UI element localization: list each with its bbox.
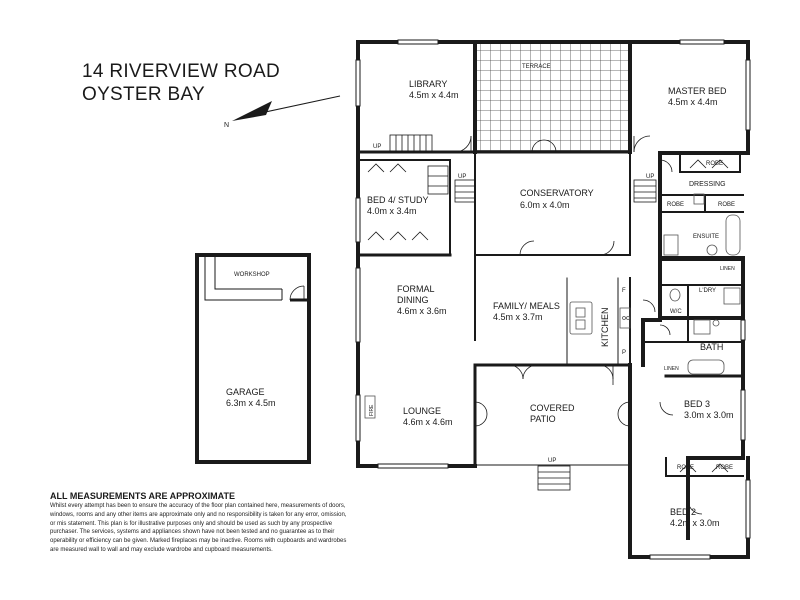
fireplace-label: FIRE (369, 404, 375, 416)
house-walls (356, 40, 750, 559)
stairs-up-bed4: UP (458, 174, 466, 180)
north-label: N (224, 122, 229, 129)
bed4-label: BED 4/ STUDY (367, 195, 429, 205)
library-size: 4.5m x 4.4m (409, 90, 459, 100)
room-labels: LIBRARY 4.5m x 4.4m TERRACE MASTER BED 4… (226, 64, 734, 528)
lounge-size: 4.6m x 4.6m (403, 417, 453, 427)
doors (454, 135, 703, 515)
master-bed-size: 4.5m x 4.4m (668, 97, 718, 107)
garage-size: 6.3m x 4.5m (226, 398, 276, 408)
bed3-label: BED 3 (684, 399, 710, 409)
terrace-label: TERRACE (522, 64, 551, 70)
robe-label-master-3: ROBE (718, 202, 735, 208)
conservatory-label: CONSERVATORY (520, 188, 594, 198)
garage-label: GARAGE (226, 387, 265, 397)
stairs-up-patio: UP (548, 458, 556, 464)
bed4-size: 4.0m x 3.4m (367, 206, 417, 216)
bath-label: BATH (700, 342, 723, 352)
formal-dining-size: 4.6m x 3.6m (397, 306, 447, 316)
covered-patio-label-2: PATIO (530, 414, 556, 424)
robe-label-bed2-2: ROBE (716, 465, 733, 471)
stairs-up-conservatory: UP (646, 174, 654, 180)
stairs (389, 134, 657, 491)
garage-block (195, 253, 311, 464)
linen-label-1: LINEN (720, 266, 735, 272)
linen-label-2: LINEN (664, 366, 679, 372)
robe-label-master-2: ROBE (667, 202, 684, 208)
library-label: LIBRARY (409, 79, 447, 89)
fixture-labels: ROBE ROBE ROBE ROBE ROBE LINEN LINEN UP … (369, 144, 735, 471)
windows (355, 39, 751, 560)
disclaimer-body: Whilst every attempt has been to ensure … (50, 503, 347, 553)
kitchen-label: KITCHEN (600, 307, 610, 347)
laundry-label: L'DRY (699, 288, 716, 294)
covered-patio-label-1: COVERED (530, 403, 575, 413)
disclaimer-heading: ALL MEASUREMENTS ARE APPROXIMATE (50, 491, 236, 501)
fixtures (364, 193, 741, 419)
property-address-line1: 14 RIVERVIEW ROAD (82, 61, 280, 82)
terrace-area (475, 42, 630, 152)
family-meals-size: 4.5m x 3.7m (493, 312, 543, 322)
robe-label-bed2-1: ROBE (677, 465, 694, 471)
bed3-size: 3.0m x 3.0m (684, 410, 734, 420)
pantry-label: P (622, 350, 626, 356)
fridge-label: F (622, 288, 626, 294)
dressing-label: DRESSING (689, 181, 726, 188)
conservatory-size: 6.0m x 4.0m (520, 200, 570, 210)
bed2-label: BED 2 (670, 507, 696, 517)
workshop-label: WORKSHOP (234, 272, 270, 278)
property-address-line2: OYSTER BAY (82, 84, 206, 105)
north-arrow-icon: N (224, 95, 341, 129)
bed2-size: 4.2m x 3.0m (670, 518, 720, 528)
ensuite-label: ENSUITE (693, 234, 719, 240)
formal-dining-label-2: DINING (397, 295, 429, 305)
wc-label: W/C (670, 309, 682, 315)
stairs-up-library: UP (373, 144, 381, 150)
wardrobe-marks (367, 159, 729, 473)
formal-dining-label-1: FORMAL (397, 284, 435, 294)
robe-label-master: ROBE (706, 161, 723, 167)
lounge-label: LOUNGE (403, 406, 441, 416)
master-bed-label: MASTER BED (668, 86, 727, 96)
family-meals-label: FAMILY/ MEALS (493, 301, 560, 311)
